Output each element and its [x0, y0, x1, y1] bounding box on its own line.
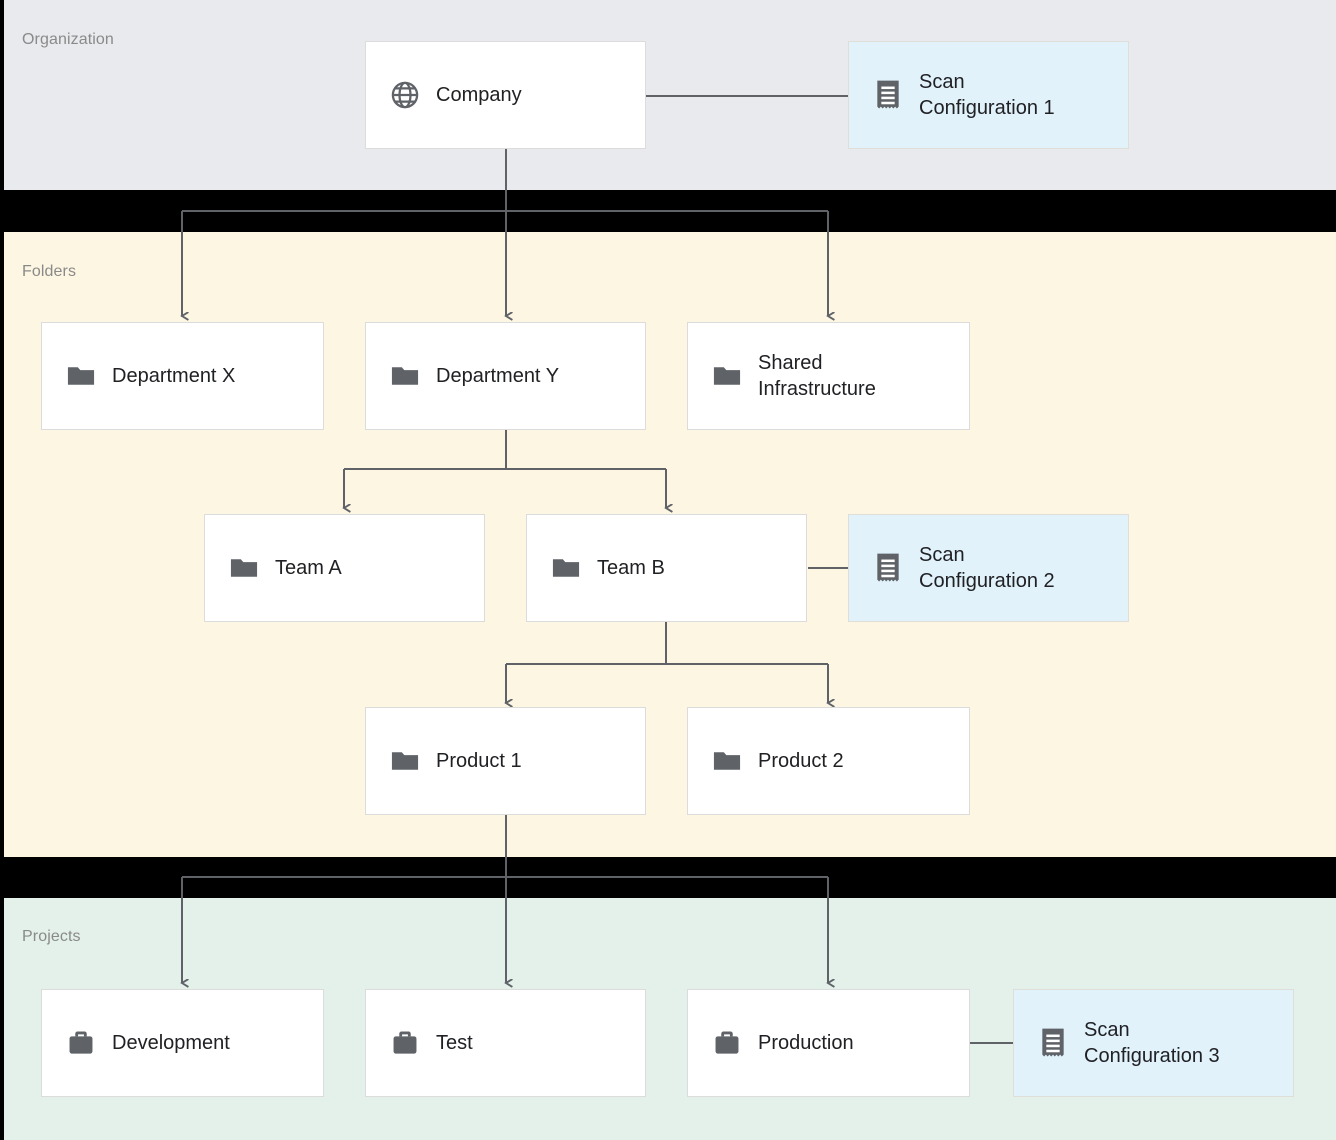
node-label: Scan Configuration 2: [919, 544, 1055, 592]
node-label: Scan Configuration 3: [1084, 1019, 1220, 1067]
globe-icon: [388, 78, 422, 112]
receipt-icon: [871, 551, 905, 585]
node-label: Company: [436, 84, 522, 106]
section-organization: Organization: [4, 0, 1336, 190]
node-label: Shared Infrastructure: [758, 352, 876, 400]
node-product-1[interactable]: Product 1: [365, 707, 646, 815]
folder-icon: [227, 551, 261, 585]
node-label: Product 1: [436, 750, 522, 772]
node-label: Scan Configuration 1: [919, 71, 1055, 119]
briefcase-icon: [388, 1026, 422, 1060]
folder-icon: [388, 744, 422, 778]
node-development[interactable]: Development: [41, 989, 324, 1097]
node-label: Team B: [597, 557, 665, 579]
node-label: Department X: [112, 365, 236, 387]
briefcase-icon: [710, 1026, 744, 1060]
node-test[interactable]: Test: [365, 989, 646, 1097]
folder-icon: [710, 359, 744, 393]
folder-icon: [64, 359, 98, 393]
node-team-a[interactable]: Team A: [204, 514, 485, 622]
node-label: Test: [436, 1032, 473, 1054]
node-label: Department Y: [436, 365, 560, 387]
node-label: Team A: [275, 557, 342, 579]
node-scan-configuration-3[interactable]: Scan Configuration 3: [1013, 989, 1294, 1097]
section-label-projects: Projects: [22, 928, 81, 945]
folder-icon: [549, 551, 583, 585]
node-team-b[interactable]: Team B: [526, 514, 807, 622]
section-label-folders: Folders: [22, 263, 77, 280]
node-department-x[interactable]: Department X: [41, 322, 324, 430]
folder-icon: [710, 744, 744, 778]
briefcase-icon: [64, 1026, 98, 1060]
node-production[interactable]: Production: [687, 989, 970, 1097]
receipt-icon: [1036, 1026, 1070, 1060]
node-scan-configuration-1[interactable]: Scan Configuration 1: [848, 41, 1129, 149]
node-department-y[interactable]: Department Y: [365, 322, 646, 430]
section-label-organization: Organization: [22, 31, 114, 48]
node-product-2[interactable]: Product 2: [687, 707, 970, 815]
node-shared-infrastructure[interactable]: Shared Infrastructure: [687, 322, 970, 430]
folder-icon: [388, 359, 422, 393]
node-label: Development: [112, 1032, 230, 1054]
node-scan-configuration-2[interactable]: Scan Configuration 2: [848, 514, 1129, 622]
node-label: Production: [758, 1032, 854, 1054]
receipt-icon: [871, 78, 905, 112]
node-label: Product 2: [758, 750, 844, 772]
node-company[interactable]: Company: [365, 41, 646, 149]
